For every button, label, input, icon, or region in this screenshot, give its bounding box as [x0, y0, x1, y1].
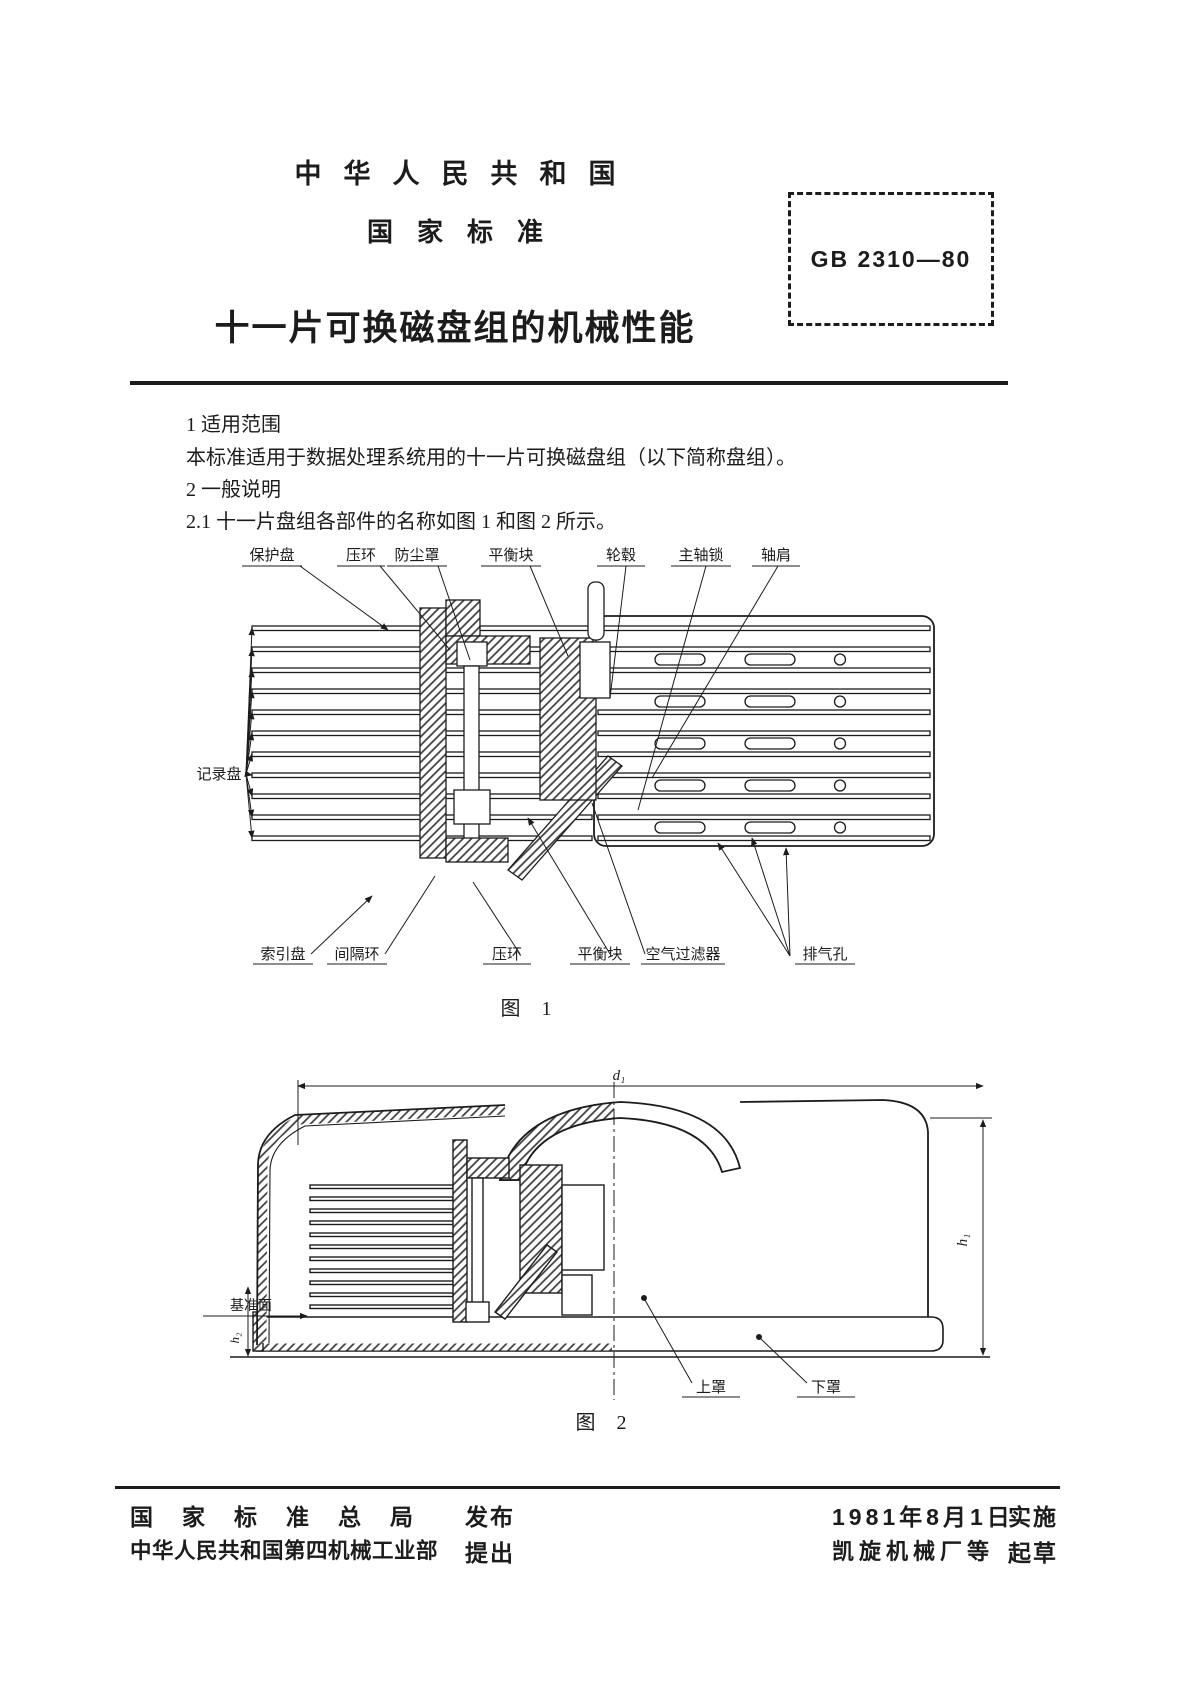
vent-slots [654, 653, 847, 834]
upper-cover-exterior-outline [739, 1099, 929, 1317]
section-2-heading: 2 一般说明 [186, 479, 281, 501]
footer-drafter-action: 起草 [1008, 1540, 1058, 1566]
label-upper-cover: 上罩 [696, 1379, 726, 1396]
dim-label-h1: h₁ [955, 1234, 971, 1247]
recording-disc-arrows [244, 627, 255, 839]
label-shaft-shoulder: 轴肩 [761, 547, 791, 564]
label-protective-disc: 保护盘 [249, 546, 294, 564]
label-datum-plane: 基准面 [230, 1297, 272, 1314]
dim-label-d1: d₁ [613, 1068, 626, 1084]
section-2-1-text: 2.1 十一片盘组各部件的名称如图 1 和图 2 所示。 [186, 511, 616, 533]
footer-proposer: 中华人民共和国第四机械工业部 [130, 1539, 439, 1563]
label-clamp-ring-top: 压环 [346, 547, 376, 564]
right-disc-stack [593, 615, 935, 847]
footer-proposer-action: 提出 [465, 1540, 515, 1566]
figure-2-caption: 图 2 [575, 1412, 635, 1434]
label-hub: 轮毂 [606, 547, 636, 564]
dimension-d1 [297, 1080, 984, 1145]
cover-leader-lines [641, 1295, 855, 1398]
disc-stack-section [309, 1184, 454, 1310]
dimension-h1 [930, 1117, 992, 1356]
label-recording-disc: 记录盘 [196, 765, 241, 783]
standard-code: GB 2310—80 [810, 245, 972, 272]
dim-label-h2: h₂ [227, 1332, 242, 1344]
label-spindle-lock: 主轴锁 [678, 547, 723, 564]
disk-pack-cross-section [242, 565, 935, 965]
section-1-text: 本标准适用于数据处理系统用的十一片可换磁盘组（以下简称盘组）。 [186, 447, 796, 469]
hub-assembly-section [452, 1139, 605, 1323]
standard-code-box: GB 2310—80 [788, 192, 994, 326]
bottom-leader-lines [310, 802, 791, 957]
figure-2-diagram: d₁ h₁ h₂ 基准面 上罩 下罩 [203, 1068, 992, 1400]
top-leader-lines [299, 565, 779, 811]
label-lower-cover: 下罩 [811, 1380, 841, 1396]
spindle-pin [587, 581, 605, 641]
label-air-filter: 空气过滤器 [645, 946, 720, 963]
label-balance-weight-top: 平衡块 [488, 547, 533, 564]
label-dust-cover: 防尘罩 [394, 547, 439, 564]
label-index-disc: 索引盘 [260, 945, 305, 963]
dimension-h2 [203, 1286, 308, 1357]
disk-pack-cover-view [203, 1080, 992, 1400]
figure-1-labels: 保护盘 压环 防尘罩 平衡块 轮毂 主轴锁 轴肩 记录盘 索引盘 间隔环 压环 … [196, 546, 847, 963]
label-clamp-ring-bottom: 压环 [492, 946, 522, 963]
standard-type-title: 国家标准 [366, 217, 567, 247]
spindle-lock-block [579, 641, 611, 699]
footer-issuer: 国家标准总局 [130, 1504, 442, 1530]
figure-1-caption: 图 1 [500, 998, 560, 1020]
footer-drafter: 凯旋机械厂等 [832, 1539, 995, 1564]
footer-issuer-action: 发布 [465, 1504, 515, 1530]
title-divider-rule [130, 381, 1008, 385]
lower-cover-shape [252, 1311, 944, 1352]
label-vent-holes: 排气孔 [802, 946, 847, 963]
label-spacer-ring: 间隔环 [334, 946, 379, 963]
footer-divider-rule [115, 1486, 1060, 1489]
document-title: 十一片可换磁盘组的机械性能 [214, 309, 696, 348]
section-1-heading: 1 适用范围 [186, 414, 281, 436]
country-title: 中华人民共和国 [294, 159, 638, 189]
figure-1-diagram: 保护盘 压环 防尘罩 平衡块 轮毂 主轴锁 轴肩 记录盘 索引盘 间隔环 压环 … [196, 546, 935, 965]
footer-implement-date: 1981年8月1日 [832, 1504, 1014, 1530]
hub-assembly [419, 581, 623, 881]
footer-implement-action: 实施 [1008, 1504, 1058, 1530]
figure-2-labels: d₁ h₁ h₂ 基准面 上罩 下罩 [227, 1068, 971, 1396]
label-balance-weight-bottom: 平衡块 [577, 946, 622, 963]
